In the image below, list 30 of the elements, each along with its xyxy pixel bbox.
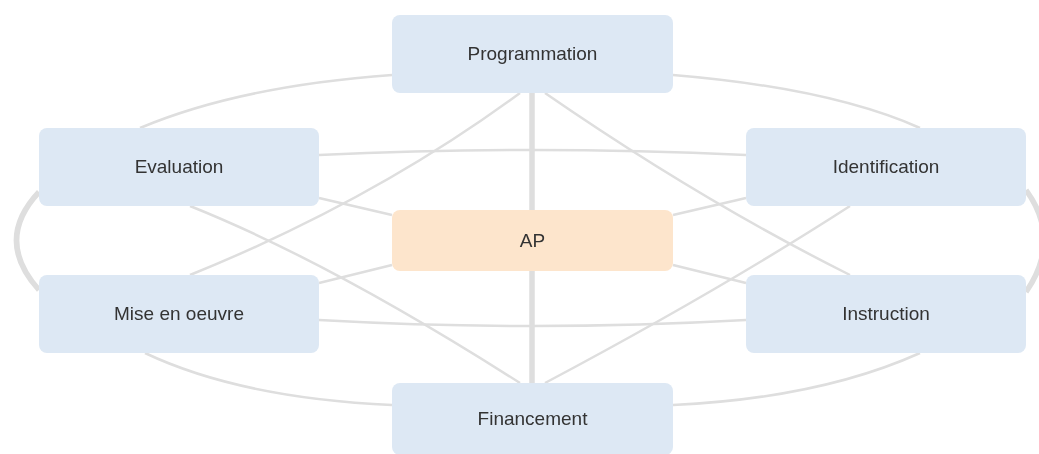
connector-line — [672, 263, 747, 285]
connector-line — [189, 92, 521, 277]
node-label: Identification — [832, 156, 940, 178]
connector-line — [529, 93, 535, 210]
connector-line — [672, 196, 747, 217]
process-box — [39, 275, 319, 353]
connector-line — [318, 318, 747, 328]
connector-line — [529, 271, 535, 383]
connector-line — [318, 148, 747, 157]
node-label: Evaluation — [134, 156, 224, 178]
connector-line — [318, 263, 393, 285]
process-box — [746, 275, 1026, 353]
connector-line — [144, 351, 393, 407]
node-label: Instruction — [842, 303, 930, 325]
process-box — [39, 128, 319, 206]
connector-line — [672, 73, 921, 130]
connector-line — [544, 204, 851, 385]
node-label: Mise en oeuvre — [114, 303, 244, 325]
connector-line — [318, 196, 393, 217]
node-label: Financement — [477, 408, 588, 430]
process-box — [746, 128, 1026, 206]
process-box — [392, 210, 673, 271]
connector-line — [139, 73, 393, 130]
process-box — [392, 15, 673, 93]
process-box — [392, 383, 673, 454]
connector-line — [544, 91, 851, 277]
node-label: AP — [519, 229, 546, 252]
connector-line — [672, 351, 921, 407]
node-label: Programmation — [467, 43, 598, 65]
connector-line — [189, 204, 521, 385]
